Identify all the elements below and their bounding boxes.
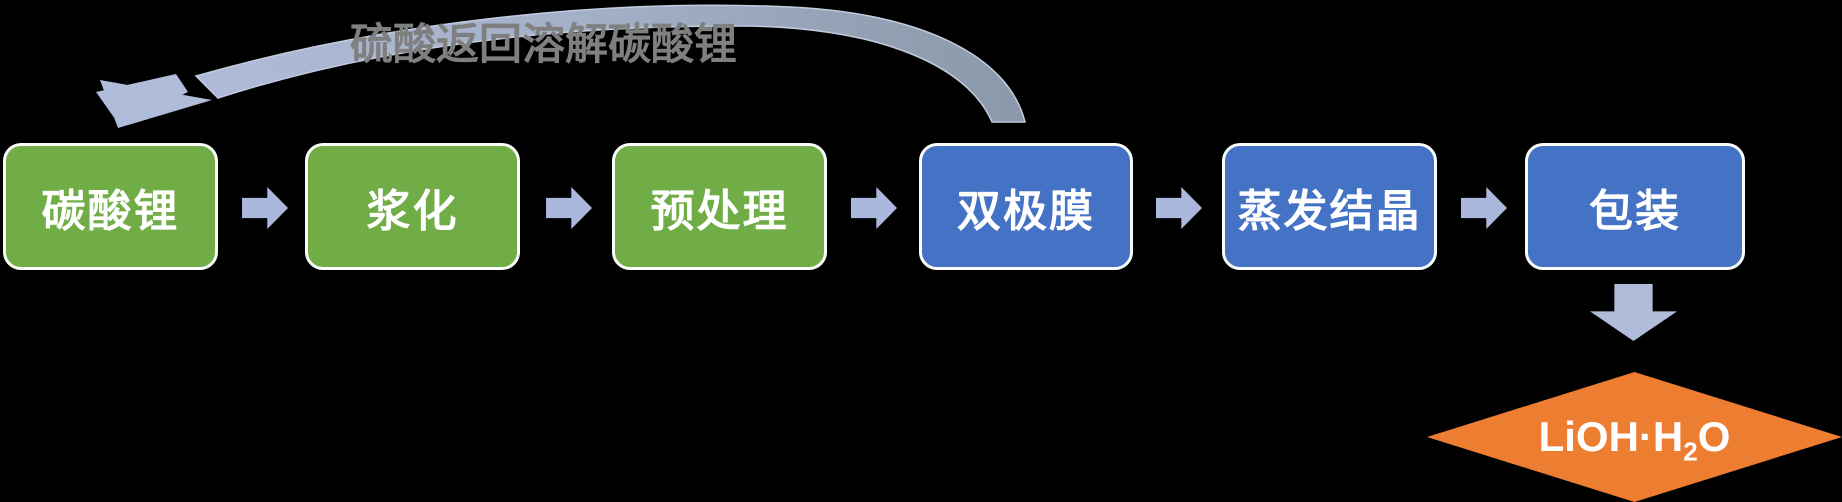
step-box-lithium-carbonate: 碳酸锂 xyxy=(3,143,218,270)
right-arrow-icon xyxy=(851,187,897,229)
right-arrow-icon xyxy=(242,187,288,229)
feedback-arrow-label: 硫酸返回溶解碳酸锂 xyxy=(350,21,737,69)
down-arrow-icon xyxy=(1590,284,1677,341)
right-arrow-icon xyxy=(1461,187,1507,229)
step-label: 蒸发结晶 xyxy=(1237,186,1422,236)
step-label: 预处理 xyxy=(650,186,789,236)
step-box-bipolar-membrane: 双极膜 xyxy=(919,143,1133,270)
product-diamond-lioh: LiOH·H2O xyxy=(1427,372,1842,502)
step-label: 双极膜 xyxy=(957,186,1095,236)
step-box-slurrying: 浆化 xyxy=(305,143,520,270)
step-label: 碳酸锂 xyxy=(41,186,180,236)
product-formula: LiOH·H2O xyxy=(1538,413,1731,467)
step-label: 浆化 xyxy=(366,186,459,236)
step-label: 包装 xyxy=(1589,186,1681,236)
right-arrow-icon xyxy=(546,187,592,229)
step-box-evaporation-crystallization: 蒸发结晶 xyxy=(1222,143,1437,270)
step-box-packaging: 包装 xyxy=(1525,143,1745,270)
step-box-pretreatment: 预处理 xyxy=(612,143,827,270)
right-arrow-icon xyxy=(1156,187,1202,229)
